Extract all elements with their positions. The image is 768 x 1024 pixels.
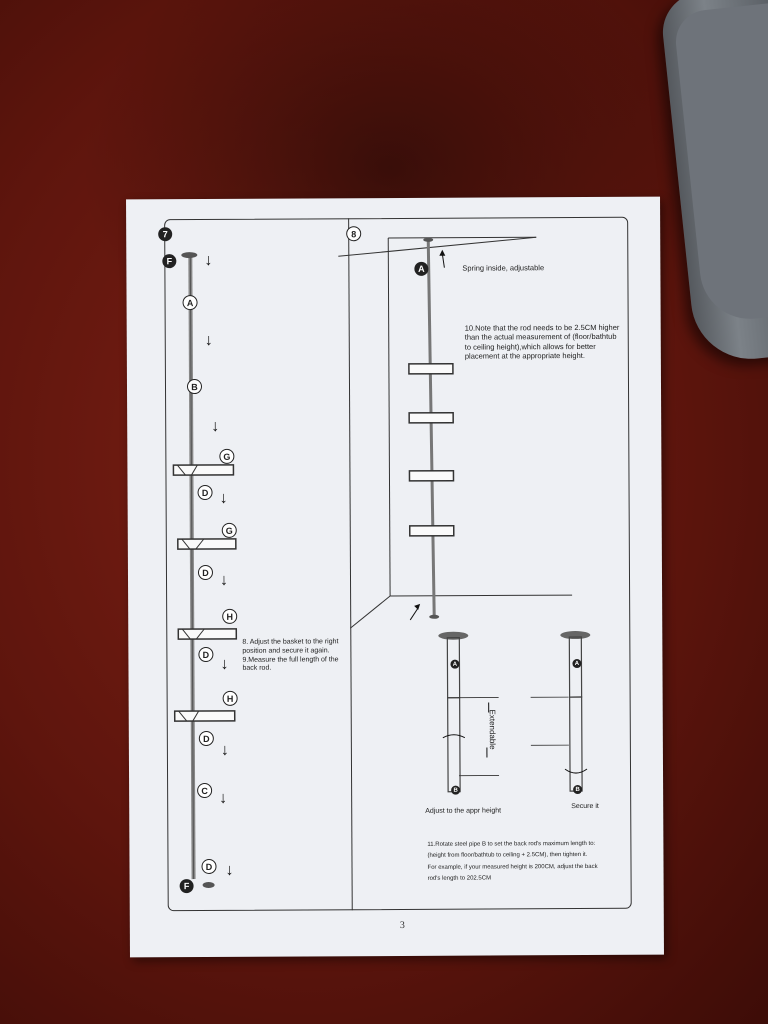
note-8: 8. Adjust the basket to the right positi… (242, 638, 339, 655)
detail-2-part-a: A (572, 659, 582, 669)
adjust-height-label: Adjust to the appr height (425, 807, 502, 815)
page-number: 3 (399, 919, 405, 931)
part-label-b: B (186, 379, 203, 395)
part-label-d-1: D (197, 484, 213, 501)
down-arrow-icon: ↓ (225, 861, 234, 879)
detail-1-part-b: B (451, 785, 461, 795)
step-7-drawing (172, 236, 591, 888)
down-arrow-icon: ↓ (204, 331, 213, 349)
part-label-c: C (197, 782, 213, 799)
instruction-sheet: 7 (126, 196, 664, 958)
part-label-f-bottom: F (179, 879, 194, 894)
down-arrow-icon: ↓ (219, 571, 229, 589)
down-arrow-icon: ↓ (219, 489, 228, 507)
part-label-d-3: D (198, 646, 214, 663)
down-arrow-icon: ↓ (220, 655, 229, 673)
part-label-d-2: D (197, 564, 214, 581)
down-arrow-icon: ↓ (204, 251, 213, 269)
part-label-h-1: H (222, 608, 238, 624)
part-label-h-2: H (222, 690, 238, 706)
note-11-line-4: rod's length to 202.5CM (427, 875, 492, 883)
extendable-label: Extendable (487, 709, 497, 750)
part-label-a: A (182, 295, 198, 311)
detail-2-part-b: B (573, 785, 583, 795)
note-9: 9.Measure the full length of the back ro… (242, 655, 339, 673)
note-11: 11.Rotate steel pipe B to set the back r… (427, 839, 627, 886)
rod-part-a: A (414, 261, 429, 276)
part-label-d-4: D (198, 730, 214, 747)
spring-label: Spring inside, adjustable (462, 263, 545, 273)
part-label-g-2: G (221, 522, 237, 538)
secure-it-label: Secure it (571, 802, 599, 811)
step-8-9-notes: 8. Adjust the basket to the right positi… (242, 638, 352, 674)
note-10: 10.Note that the rod needs to be 2.5CM h… (464, 322, 620, 361)
down-arrow-icon: ↓ (211, 417, 220, 435)
detail-1-part-a: A (450, 659, 460, 669)
part-label-d-5: D (201, 858, 217, 875)
step-8-badge: 8 (346, 226, 362, 242)
down-arrow-icon: ↓ (220, 741, 229, 759)
part-label-f-top: F (162, 254, 177, 269)
down-arrow-icon: ↓ (219, 789, 228, 807)
part-label-g-1: G (219, 448, 235, 464)
note-11-line-3: For example, if your measured height is … (427, 863, 598, 871)
